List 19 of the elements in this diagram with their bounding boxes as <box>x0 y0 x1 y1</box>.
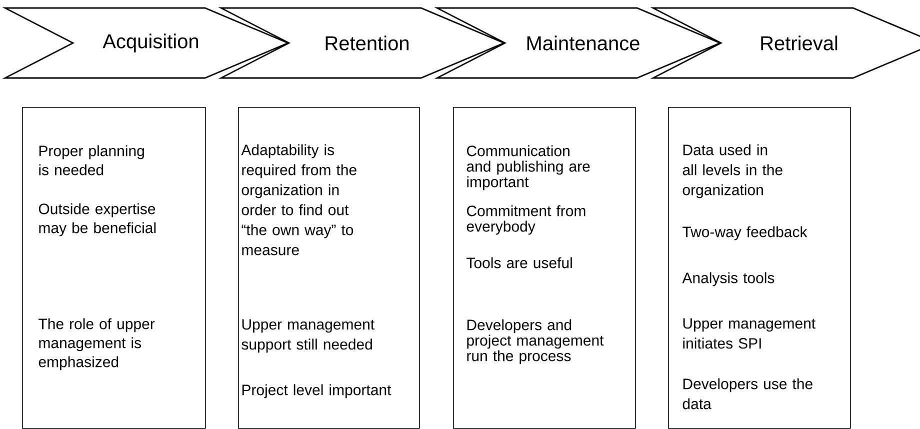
chevron-band: Retrieval <box>650 7 920 79</box>
note-text: Upper management initiates SPI <box>683 318 816 349</box>
note-text: Developers use the data <box>682 378 812 410</box>
note-text: Data used in all levels in the organization <box>682 144 782 198</box>
chevron-band: Acquisition <box>2 7 290 79</box>
chevron-band: Retention <box>218 7 506 79</box>
note-text: Outside expertise may be beneficial <box>38 203 156 236</box>
note-text: Two-way feedback <box>682 226 808 240</box>
note-text: Upper management support still needed <box>242 319 374 353</box>
note-text: Developers and project management run the process <box>467 319 604 364</box>
chevron-band: Maintenance <box>434 7 722 79</box>
note-text: Project level important <box>242 384 392 398</box>
note-text: Analysis tools <box>682 272 774 286</box>
note-text: Commitment from everybody <box>466 205 586 235</box>
note-text: Proper planning is needed <box>39 145 144 176</box>
note-text: Communication and publishing are important <box>466 145 590 190</box>
note-text: Adaptability is required from the organization in order to find out “the own way” to measure <box>241 144 356 256</box>
note-text: Tools are useful <box>466 257 572 268</box>
note-text: The role of upper management is emphasized <box>38 318 155 370</box>
